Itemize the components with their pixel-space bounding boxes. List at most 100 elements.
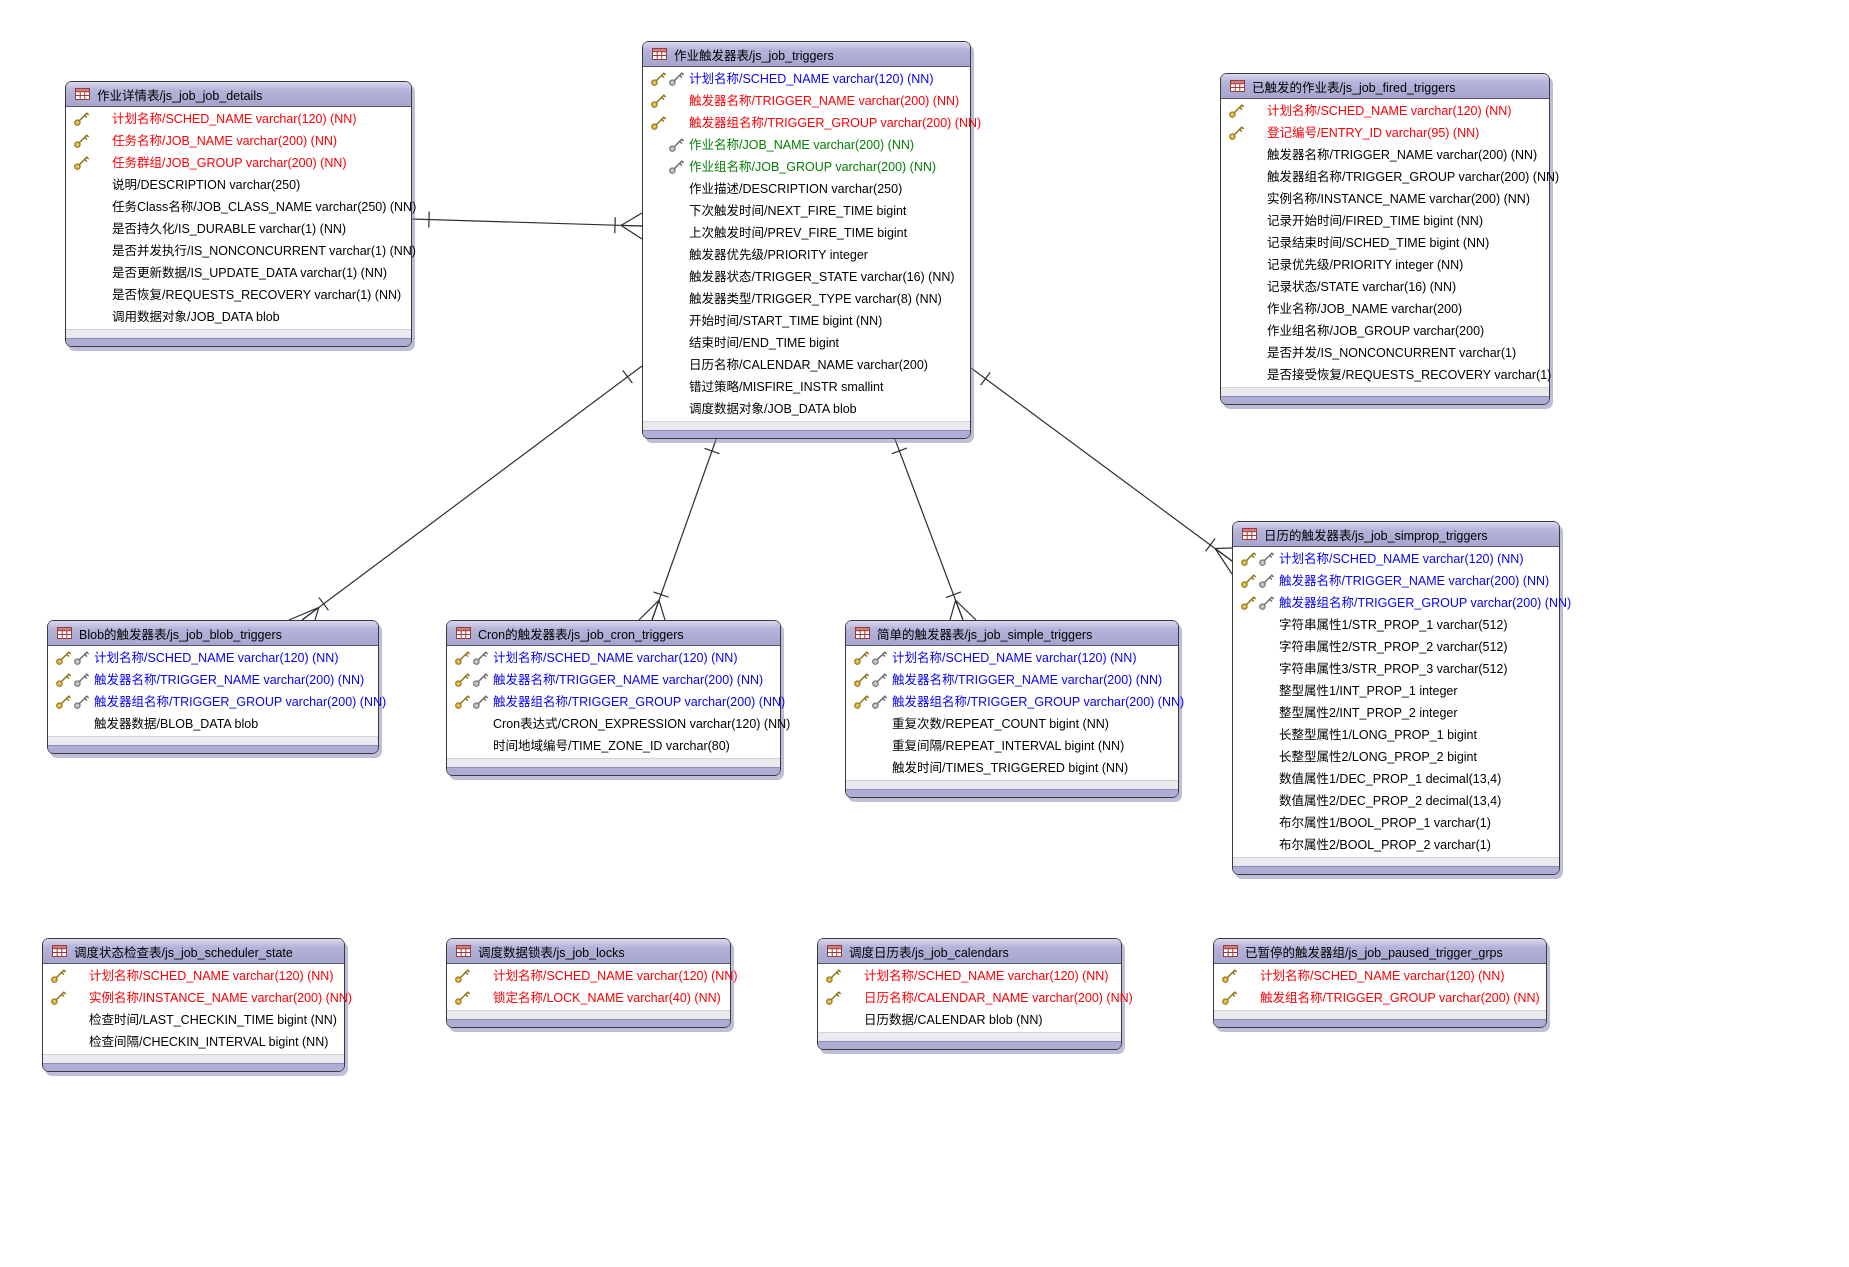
entity-table-header[interactable]: 作业详情表/js_job_job_details xyxy=(66,82,411,107)
entity-column-row[interactable]: 日历数据/CALENDAR blob (NN) xyxy=(818,1009,1121,1031)
entity-column-row[interactable]: 数值属性2/DEC_PROP_2 decimal(13,4) xyxy=(1233,790,1559,812)
entity-column-row[interactable]: 日历名称/CALENDAR_NAME varchar(200) xyxy=(643,354,970,376)
entity-column-row[interactable]: 作业组名称/JOB_GROUP varchar(200) xyxy=(1221,320,1549,342)
entity-column-row[interactable]: 布尔属性2/BOOL_PROP_2 varchar(1) xyxy=(1233,834,1559,856)
entity-column-row[interactable]: 字符串属性1/STR_PROP_1 varchar(512) xyxy=(1233,614,1559,636)
entity-column-row[interactable]: 触发器名称/TRIGGER_NAME varchar(200) (NN) xyxy=(447,669,780,691)
relationship-js_job_triggers-to-js_job_blob_triggers[interactable] xyxy=(288,365,643,621)
entity-column-row[interactable]: 触发器名称/TRIGGER_NAME varchar(200) (NN) xyxy=(1233,570,1559,592)
entity-column-row[interactable]: 整型属性1/INT_PROP_1 integer xyxy=(1233,680,1559,702)
entity-column-row[interactable]: 是否并发/IS_NONCONCURRENT varchar(1) xyxy=(1221,342,1549,364)
entity-table-header[interactable]: 简单的触发器表/js_job_simple_triggers xyxy=(846,621,1178,646)
entity-column-row[interactable]: 是否持久化/IS_DURABLE varchar(1) (NN) xyxy=(66,218,411,240)
entity-column-row[interactable]: 作业名称/JOB_NAME varchar(200) xyxy=(1221,298,1549,320)
entity-table-header[interactable]: Cron的触发器表/js_job_cron_triggers xyxy=(447,621,780,646)
entity-table-header[interactable]: 已触发的作业表/js_job_fired_triggers xyxy=(1221,74,1549,99)
entity-column-row[interactable]: 字符串属性2/STR_PROP_2 varchar(512) xyxy=(1233,636,1559,658)
entity-column-row[interactable]: 计划名称/SCHED_NAME varchar(120) (NN) xyxy=(43,965,344,987)
entity-column-row[interactable]: 作业名称/JOB_NAME varchar(200) (NN) xyxy=(643,134,970,156)
entity-column-row[interactable]: 记录开始时间/FIRED_TIME bigint (NN) xyxy=(1221,210,1549,232)
entity-column-row[interactable]: 布尔属性1/BOOL_PROP_1 varchar(1) xyxy=(1233,812,1559,834)
entity-column-row[interactable]: 触发器数据/BLOB_DATA blob xyxy=(48,713,378,735)
entity-column-row[interactable]: 下次触发时间/NEXT_FIRE_TIME bigint xyxy=(643,200,970,222)
entity-column-row[interactable]: 时间地域编号/TIME_ZONE_ID varchar(80) xyxy=(447,735,780,757)
entity-column-row[interactable]: 触发器组名称/TRIGGER_GROUP varchar(200) (NN) xyxy=(1221,166,1559,188)
entity-column-row[interactable]: 锁定名称/LOCK_NAME varchar(40) (NN) xyxy=(447,987,730,1009)
entity-column-row[interactable]: 检查时间/LAST_CHECKIN_TIME bigint (NN) xyxy=(43,1009,344,1031)
entity-column-row[interactable]: 是否接受恢复/REQUESTS_RECOVERY varchar(1) xyxy=(1221,364,1551,386)
entity-column-row[interactable]: 作业组名称/JOB_GROUP varchar(200) (NN) xyxy=(643,156,970,178)
entity-column-row[interactable]: 是否恢复/REQUESTS_RECOVERY varchar(1) (NN) xyxy=(66,284,411,306)
entity-column-row[interactable]: 数值属性1/DEC_PROP_1 decimal(13,4) xyxy=(1233,768,1559,790)
entity-column-row[interactable]: 触发器类型/TRIGGER_TYPE varchar(8) (NN) xyxy=(643,288,970,310)
entity-column-row[interactable]: 任务名称/JOB_NAME varchar(200) (NN) xyxy=(66,130,411,152)
entity-column-row[interactable]: 触发器组名称/TRIGGER_GROUP varchar(200) (NN) xyxy=(643,112,981,134)
entity-column-row[interactable]: 登记编号/ENTRY_ID varchar(95) (NN) xyxy=(1221,122,1549,144)
entity-column-row[interactable]: 触发器名称/TRIGGER_NAME varchar(200) (NN) xyxy=(1221,144,1549,166)
entity-column-row[interactable]: 长整型属性1/LONG_PROP_1 bigint xyxy=(1233,724,1559,746)
entity-column-row[interactable]: 记录状态/STATE varchar(16) (NN) xyxy=(1221,276,1549,298)
entity-column-row[interactable]: 触发器组名称/TRIGGER_GROUP varchar(200) (NN) xyxy=(48,691,386,713)
entity-column-row[interactable]: 错过策略/MISFIRE_INSTR smallint xyxy=(643,376,970,398)
entity-column-row[interactable]: 作业描述/DESCRIPTION varchar(250) xyxy=(643,178,970,200)
entity-column-row[interactable]: 计划名称/SCHED_NAME varchar(120) (NN) xyxy=(1221,100,1549,122)
entity-table-header[interactable]: 调度日历表/js_job_calendars xyxy=(818,939,1121,964)
entity-column-row[interactable]: 调用数据对象/JOB_DATA blob xyxy=(66,306,411,328)
relationship-js_job_job_details-to-js_job_triggers[interactable] xyxy=(410,211,643,240)
entity-column-row[interactable]: 结束时间/END_TIME bigint xyxy=(643,332,970,354)
entity-column-row[interactable]: 计划名称/SCHED_NAME varchar(120) (NN) xyxy=(447,647,780,669)
entity-table-header[interactable]: 已暂停的触发器组/js_job_paused_trigger_grps xyxy=(1214,939,1546,964)
entity-column-row[interactable]: 任务Class名称/JOB_CLASS_NAME varchar(250) (N… xyxy=(66,196,416,218)
entity-column-row[interactable]: 开始时间/START_TIME bigint (NN) xyxy=(643,310,970,332)
entity-column-row[interactable]: 计划名称/SCHED_NAME varchar(120) (NN) xyxy=(447,965,737,987)
entity-column-row[interactable]: 计划名称/SCHED_NAME varchar(120) (NN) xyxy=(818,965,1121,987)
entity-column-row[interactable]: 重复次数/REPEAT_COUNT bigint (NN) xyxy=(846,713,1178,735)
entity-column-row[interactable]: 计划名称/SCHED_NAME varchar(120) (NN) xyxy=(48,647,378,669)
entity-table-header[interactable]: 作业触发器表/js_job_triggers xyxy=(643,42,970,67)
entity-column-row[interactable]: 调度数据对象/JOB_DATA blob xyxy=(643,398,970,420)
entity-column-row[interactable]: 触发器组名称/TRIGGER_GROUP varchar(200) (NN) xyxy=(846,691,1184,713)
entity-column-row[interactable]: 长整型属性2/LONG_PROP_2 bigint xyxy=(1233,746,1559,768)
relationship-js_job_triggers-to-js_job_simprop_triggers[interactable] xyxy=(970,367,1233,575)
entity-column-row[interactable]: 日历名称/CALENDAR_NAME varchar(200) (NN) xyxy=(818,987,1133,1009)
entity-column-row[interactable]: 触发时间/TIMES_TRIGGERED bigint (NN) xyxy=(846,757,1178,779)
entity-column-row[interactable]: 是否更新数据/IS_UPDATE_DATA varchar(1) (NN) xyxy=(66,262,411,284)
entity-column-row[interactable]: 触发器名称/TRIGGER_NAME varchar(200) (NN) xyxy=(643,90,970,112)
entity-column-row[interactable]: 触发器组名称/TRIGGER_GROUP varchar(200) (NN) xyxy=(1233,592,1571,614)
entity-column-row[interactable]: 计划名称/SCHED_NAME varchar(120) (NN) xyxy=(66,108,411,130)
entity-column-row[interactable]: 整型属性2/INT_PROP_2 integer xyxy=(1233,702,1559,724)
entity-column-row[interactable]: 实例名称/INSTANCE_NAME varchar(200) (NN) xyxy=(43,987,352,1009)
entity-column-row[interactable]: 重复间隔/REPEAT_INTERVAL bigint (NN) xyxy=(846,735,1178,757)
entity-column-row[interactable]: 记录结束时间/SCHED_TIME bigint (NN) xyxy=(1221,232,1549,254)
entity-column-row[interactable]: 触发器名称/TRIGGER_NAME varchar(200) (NN) xyxy=(846,669,1178,691)
entity-column-row[interactable]: 记录优先级/PRIORITY integer (NN) xyxy=(1221,254,1549,276)
entity-column-row[interactable]: 上次触发时间/PREV_FIRE_TIME bigint xyxy=(643,222,970,244)
entity-table-header[interactable]: Blob的触发器表/js_job_blob_triggers xyxy=(48,621,378,646)
entity-column-row[interactable]: 计划名称/SCHED_NAME varchar(120) (NN) xyxy=(1214,965,1546,987)
entity-column-row[interactable]: 触发器名称/TRIGGER_NAME varchar(200) (NN) xyxy=(48,669,378,691)
entity-column-row[interactable]: 触发器状态/TRIGGER_STATE varchar(16) (NN) xyxy=(643,266,970,288)
entity-column-row[interactable]: 计划名称/SCHED_NAME varchar(120) (NN) xyxy=(846,647,1178,669)
entity-column-row[interactable]: 计划名称/SCHED_NAME varchar(120) (NN) xyxy=(1233,548,1559,570)
entity-column-row[interactable]: 字符串属性3/STR_PROP_3 varchar(512) xyxy=(1233,658,1559,680)
entity-column-row[interactable]: 实例名称/INSTANCE_NAME varchar(200) (NN) xyxy=(1221,188,1549,210)
entity-table-header[interactable]: 调度状态检查表/js_job_scheduler_state xyxy=(43,939,344,964)
entity-column-row[interactable]: 说明/DESCRIPTION varchar(250) xyxy=(66,174,411,196)
entity-column-row[interactable]: 触发组名称/TRIGGER_GROUP varchar(200) (NN) xyxy=(1214,987,1546,1009)
entity-table-header[interactable]: 调度数据锁表/js_job_locks xyxy=(447,939,730,964)
entity-column-row[interactable]: 是否并发执行/IS_NONCONCURRENT varchar(1) (NN) xyxy=(66,240,416,262)
entity-column-row[interactable]: Cron表达式/CRON_EXPRESSION varchar(120) (NN… xyxy=(447,713,790,735)
entity-table-header[interactable]: 日历的触发器表/js_job_simprop_triggers xyxy=(1233,522,1559,547)
entity-column-row[interactable]: 触发器优先级/PRIORITY integer xyxy=(643,244,970,266)
entity-column-row[interactable]: 触发器组名称/TRIGGER_GROUP varchar(200) (NN) xyxy=(447,691,785,713)
